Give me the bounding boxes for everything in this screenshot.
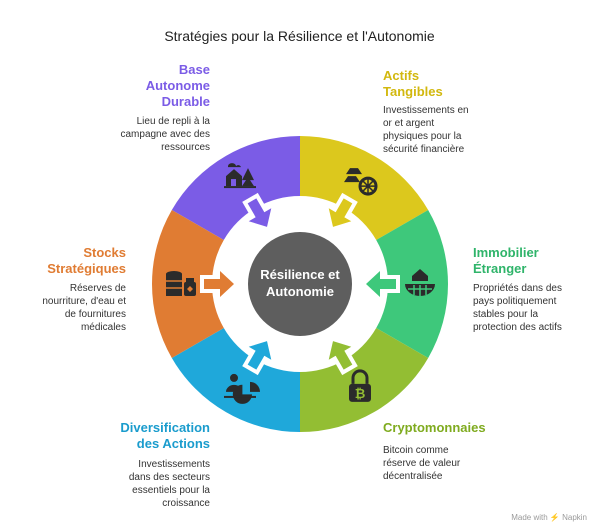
label-base-line: Base <box>178 62 210 77</box>
desc-base-line: campagne avec des <box>120 129 210 140</box>
label-actifs: Actifs Tangibles <box>383 68 493 100</box>
desc-diversification-line: Investissements <box>138 459 210 470</box>
label-diversification-line: des Actions <box>136 436 210 451</box>
desc-immobilier-line: protection des actifs <box>473 322 562 333</box>
center-line-1: Résilience et <box>260 267 340 282</box>
center-circle <box>248 232 352 336</box>
label-stocks: Stocks Stratégiques <box>20 245 126 277</box>
desc-diversification: Investissements dans des secteurs essent… <box>100 458 210 510</box>
arrow-tip-diversification <box>247 341 272 370</box>
center-line-2: Autonomie <box>266 284 334 299</box>
desc-stocks-line: nourriture, d'eau et <box>42 296 126 307</box>
segment-crypto <box>300 328 429 432</box>
desc-immobilier: Propriétés dans des pays politiquement s… <box>473 282 593 334</box>
desc-immobilier-line: stables pour la <box>473 309 539 320</box>
label-base-line: Autonome <box>145 78 210 93</box>
svg-text:₿: ₿ <box>355 387 366 402</box>
label-base-line: Durable <box>161 94 210 109</box>
arrow-tip-stocks <box>204 271 234 297</box>
label-diversification-line: Diversification <box>120 420 210 435</box>
supplies-jar-icon <box>166 271 196 296</box>
desc-base-line: Lieu de repli à la <box>136 116 210 127</box>
desc-base: Lieu de repli à la campagne avec des res… <box>100 115 210 154</box>
label-crypto: Cryptomonnaies <box>383 420 503 436</box>
segment-actifs <box>300 136 429 240</box>
label-stocks-line: Stratégiques <box>47 261 126 276</box>
label-actifs-line: Actifs <box>383 68 420 83</box>
label-immobilier-line: Étranger <box>473 261 527 276</box>
desc-crypto-line: réserve de valeur <box>383 458 461 469</box>
desc-stocks-line: de fournitures <box>64 309 126 320</box>
house-tree-icon <box>224 163 256 189</box>
napkin-credit: Made with ⚡ Napkin <box>511 513 587 522</box>
desc-diversification-line: croissance <box>162 498 210 509</box>
label-diversification: Diversification des Actions <box>90 420 210 452</box>
bitcoin-lock-icon: ₿ <box>349 369 371 402</box>
desc-base-line: ressources <box>161 142 210 153</box>
desc-actifs-line: physiques pour la <box>383 131 462 142</box>
desc-immobilier-line: Propriétés dans des <box>473 283 562 294</box>
desc-crypto: Bitcoin comme réserve de valeur décentra… <box>383 444 503 483</box>
label-actifs-line: Tangibles <box>383 84 443 99</box>
desc-stocks: Réserves de nourriture, d'eau et de four… <box>16 282 126 334</box>
label-immobilier-line: Immobilier <box>473 245 539 260</box>
globe-house-icon <box>405 269 435 296</box>
desc-actifs: Investissements en or et argent physique… <box>383 104 503 156</box>
label-immobilier: Immobilier Étranger <box>473 245 583 277</box>
desc-diversification-line: dans des secteurs <box>128 472 210 483</box>
desc-stocks-line: Réserves de <box>69 283 126 294</box>
gold-bars-coin-icon <box>344 168 378 196</box>
desc-actifs-line: sécurité financière <box>383 144 465 155</box>
label-crypto-line: Cryptomonnaies <box>383 420 486 435</box>
portfolio-chart-icon <box>224 373 260 404</box>
desc-actifs-line: or et argent <box>383 118 435 129</box>
desc-actifs-line: Investissements en <box>383 105 469 116</box>
desc-immobilier-line: pays politiquement <box>473 296 557 307</box>
center-label: Résilience et Autonomie <box>246 266 354 300</box>
arrow-tip-crypto <box>328 341 353 370</box>
desc-stocks-line: médicales <box>80 322 126 333</box>
arrow-tip-actifs <box>328 198 353 227</box>
label-base: Base Autonome Durable <box>120 62 210 110</box>
label-stocks-line: Stocks <box>83 245 126 260</box>
desc-crypto-line: décentralisée <box>383 471 443 482</box>
desc-diversification-line: essentiels pour la <box>132 485 210 496</box>
arrow-tip-base <box>247 198 272 227</box>
arrow-tip-immobilier <box>366 271 396 297</box>
desc-crypto-line: Bitcoin comme <box>383 445 449 456</box>
diagram-title: Stratégies pour la Résilience et l'Auton… <box>164 28 435 44</box>
